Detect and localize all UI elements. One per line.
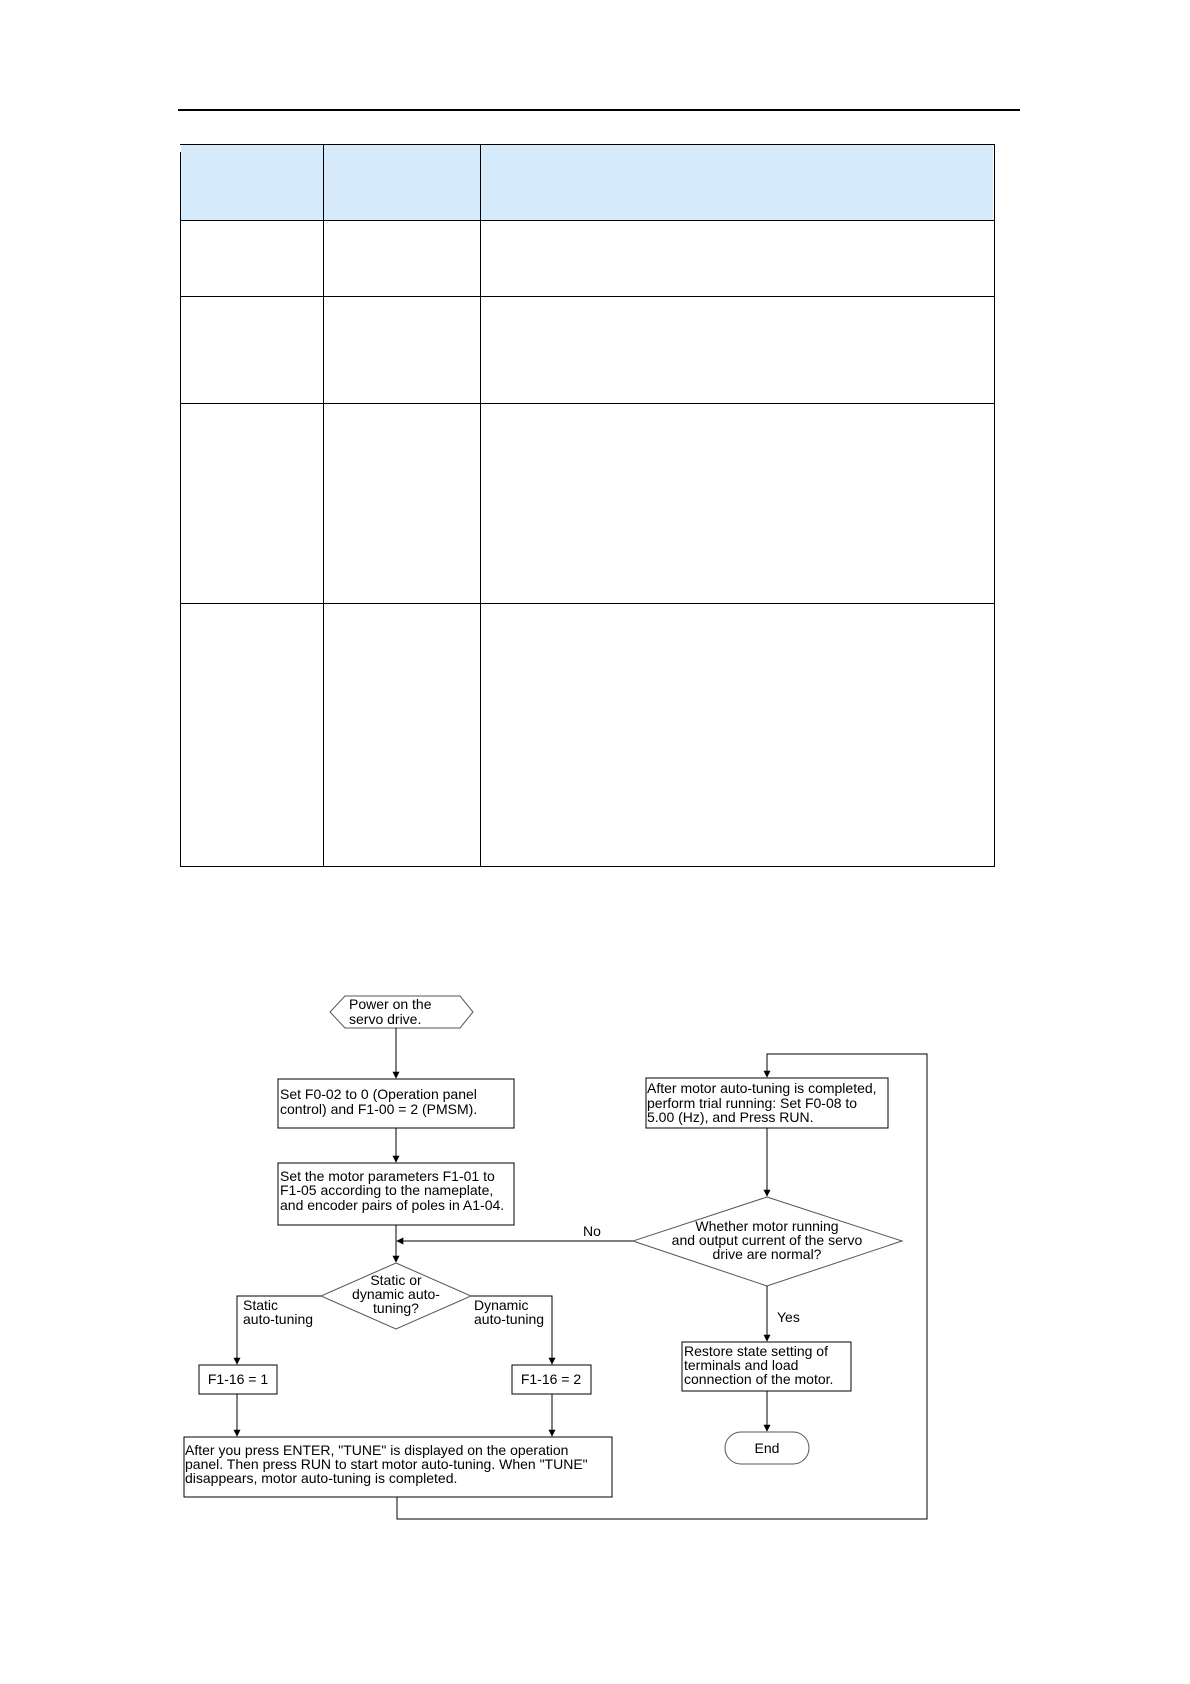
tune-step-text-2: panel. Then press RUN to start motor aut… [185, 1456, 588, 1472]
table-header-row [181, 145, 993, 220]
decision-normal-text-2: and output current of the servo [672, 1232, 863, 1248]
start-text-2: servo drive. [349, 1011, 421, 1027]
restore-text-1: Restore state setting of [684, 1343, 828, 1359]
step1-text-2: control) and F1-00 = 2 (PMSM). [280, 1101, 477, 1117]
branch-dynamic-text-2: auto-tuning [474, 1311, 544, 1327]
arrow-tune-to-trial [396, 1053, 928, 1520]
end-node [724, 1431, 810, 1465]
arrow-dynamic-branch [471, 1295, 556, 1365]
decision-mode-diamond [319, 1262, 473, 1330]
restore-box [681, 1341, 852, 1392]
set-dynamic-text: F1-16 = 2 [521, 1371, 582, 1387]
table-col-sep-2 [480, 144, 481, 866]
tune-step-text-3: disappears, motor auto-tuning is complet… [185, 1470, 457, 1486]
decision-normal-text-1: Whether motor running [695, 1218, 838, 1234]
step1-box [277, 1078, 515, 1129]
step1-text-1: Set F0-02 to 0 (Operation panel [280, 1086, 477, 1102]
step2-text-3: and encoder pairs of poles in A1-04. [280, 1197, 504, 1213]
table-row-sep-4 [180, 603, 995, 604]
branch-static-text-2: auto-tuning [243, 1311, 313, 1327]
table-border-left [180, 152, 181, 867]
decision-mode-text-2: dynamic auto- [352, 1286, 440, 1302]
step2-text-1: Set the motor parameters F1-01 to [280, 1168, 495, 1184]
decision-normal-text-3: drive are normal? [713, 1246, 822, 1262]
step2-text-2: F1-05 according to the nameplate, [280, 1182, 493, 1198]
set-dynamic-box [511, 1364, 592, 1395]
trial-run-text-1: After motor auto-tuning is completed, [647, 1080, 877, 1096]
table-border-bottom [180, 866, 995, 867]
branch-dynamic-text-1: Dynamic [474, 1297, 528, 1313]
arrow-static-branch [233, 1295, 321, 1365]
decision-mode-text-1: Static or [370, 1272, 422, 1288]
table-border-top [180, 144, 995, 145]
header-rule [178, 109, 1020, 111]
start-node [329, 995, 474, 1029]
table-row-sep-2 [180, 296, 995, 297]
step2-box [277, 1162, 515, 1226]
decision-mode-text-3: tuning? [373, 1300, 419, 1316]
start-text-1: Power on the [349, 996, 432, 1012]
label-yes: Yes [777, 1309, 800, 1325]
trial-run-box [645, 1077, 889, 1129]
set-static-text: F1-16 = 1 [208, 1371, 269, 1387]
label-no: No [583, 1223, 601, 1239]
trial-run-text-2: perform trial running: Set F0-08 to [647, 1095, 857, 1111]
branch-static-text-1: Static [243, 1297, 278, 1313]
trial-run-text-3: 5.00 (Hz), and Press RUN. [647, 1109, 814, 1125]
table-col-sep-1 [323, 144, 324, 866]
tune-step-box [183, 1436, 613, 1498]
table-row-sep-1 [180, 220, 995, 221]
restore-text-3: connection of the motor. [684, 1371, 833, 1387]
table-border-right [994, 144, 995, 867]
end-text: End [755, 1440, 780, 1456]
table-row-sep-3 [180, 403, 995, 404]
tune-step-text-1: After you press ENTER, "TUNE" is display… [185, 1442, 568, 1458]
set-static-box [198, 1364, 278, 1395]
restore-text-2: terminals and load [684, 1357, 798, 1373]
